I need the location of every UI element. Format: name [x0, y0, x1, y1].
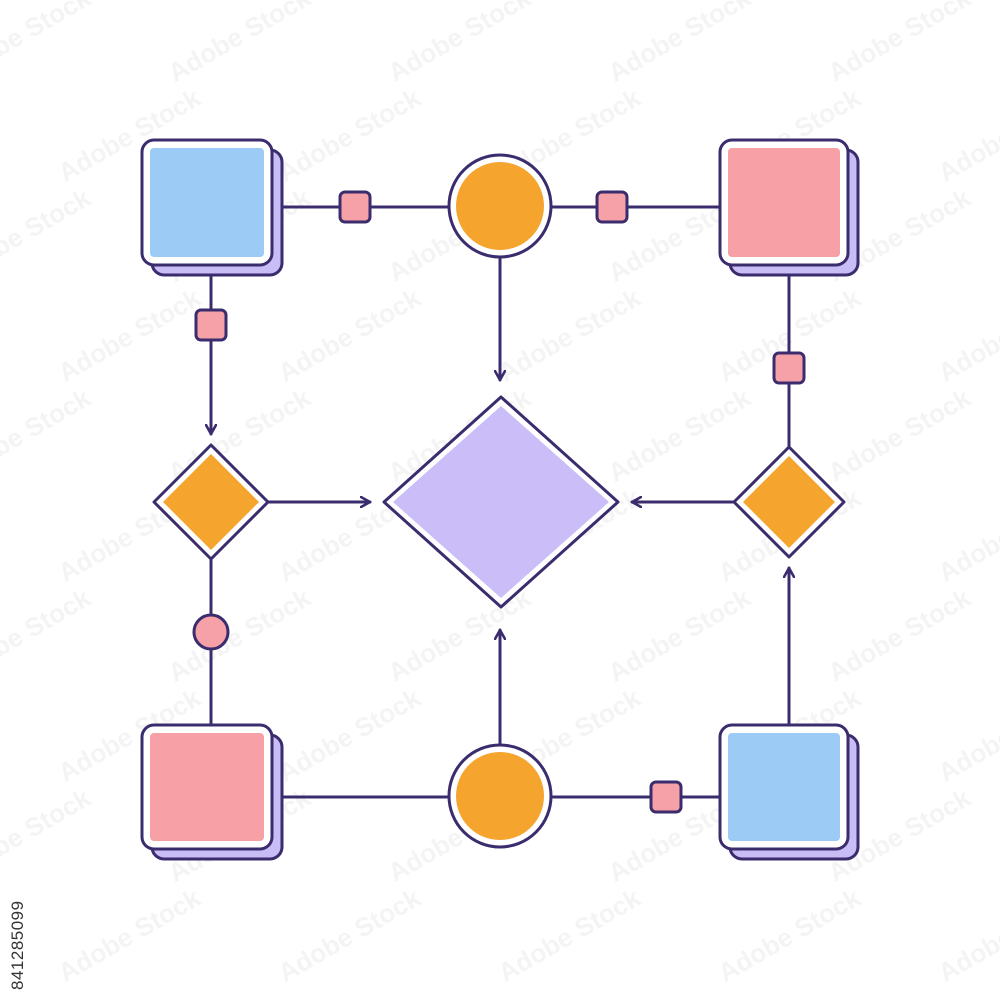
connector-markers: [192, 190, 806, 814]
connector-marker-left-upper: [194, 308, 228, 342]
connector-marker-top-left: [338, 190, 372, 224]
diamond-center: [382, 395, 620, 609]
diamond-right: [732, 445, 846, 559]
square-bottom-right-fill: [728, 733, 840, 841]
stock-id-label: 841285099: [8, 900, 27, 990]
diamond-left: [152, 443, 270, 561]
circle-top: [447, 153, 553, 259]
flowchart-nodes: [140, 138, 860, 861]
connector-lines: [211, 205, 789, 799]
circle-bottom: [447, 743, 553, 849]
connector-marker-left-lower: [192, 613, 230, 651]
square-bottom-left: [140, 723, 284, 861]
square-top-left-fill: [150, 148, 264, 257]
square-top-right-fill: [728, 148, 840, 257]
connector-marker-top-right: [595, 190, 629, 224]
square-bottom-right: [718, 723, 860, 861]
square-top-left: [140, 138, 284, 277]
connector-marker-bottom-right: [649, 780, 683, 814]
square-top-right: [718, 138, 860, 277]
connector-marker-right-upper: [772, 351, 806, 385]
square-bottom-left-fill: [150, 733, 264, 841]
